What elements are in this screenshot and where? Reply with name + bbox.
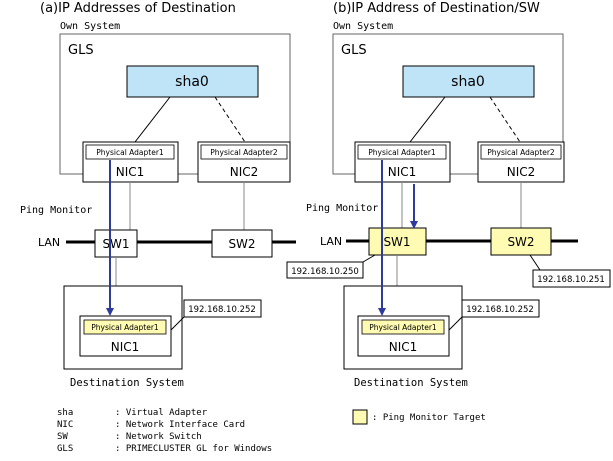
panel-b-dest-ip-box — [461, 299, 540, 318]
panel-a-dest-ip-label: 192.168.10.252 — [188, 305, 256, 315]
panel-a-adapter1-label: Physical Adapter1 — [96, 148, 164, 157]
panel-b-dest-ip-pointer — [448, 316, 463, 331]
panel-b-lan-label: LAN — [320, 235, 342, 248]
panel-b-sw1-ip-box — [286, 261, 364, 279]
panel-b-sw2-ip-label: 192.168.10.251 — [537, 275, 605, 285]
panel-a-nic2-label: NIC2 — [230, 165, 259, 179]
panel-b-ping-monitor-label: Ping Monitor — [306, 203, 378, 214]
panel-b-sha0-label: sha0 — [451, 74, 485, 90]
panel-a-sha-nic1-link — [134, 96, 171, 143]
panel-b-adapter1-box — [357, 144, 447, 160]
panel-b-adapter2-box — [480, 144, 562, 160]
panel-b-sw2-label: SW2 — [507, 235, 534, 249]
panel-b-sw2-box — [490, 227, 552, 256]
panel-a-lan-label: LAN — [38, 236, 60, 249]
panel-b-sha-nic1-link — [409, 96, 446, 143]
panel-a-title: (a)IP Addresses of Destination — [40, 1, 236, 16]
panel-b-sw2-ip-box — [532, 269, 611, 288]
panel-a-sw2-box — [211, 229, 273, 258]
panel-a-dest-nic1-label: NIC1 — [111, 340, 140, 354]
panel-a-dest-ip-pointer — [170, 316, 185, 331]
panel-b-nic1-label: NIC1 — [388, 165, 417, 179]
panel-b-gls-label: GLS — [341, 43, 367, 58]
legend-term-gls: GLS — [57, 444, 73, 454]
panel-a-dest-adapter1-label: Physical Adapter1 — [91, 323, 159, 332]
panel-a-ping-monitor-label: Ping Monitor — [20, 205, 92, 216]
panel-b-sw1-ip-label: 192.168.10.250 — [291, 267, 359, 277]
panel-b-own-system-label: Own System — [333, 21, 393, 32]
panel-b-adapter1-label: Physical Adapter1 — [368, 148, 436, 157]
panel-a-sha0-label: sha0 — [175, 74, 209, 90]
legend-term-nic: NIC — [57, 420, 73, 430]
legend-desc-sha: : Virtual Adapter — [115, 408, 208, 418]
panel-a-nic1-label: NIC1 — [116, 165, 145, 179]
panel-a-sw1-label: SW1 — [102, 237, 129, 251]
panel-b: (b)IP Address of Destination/SW Own Syst… — [286, 1, 611, 389]
panel-b-sw2-ip-pointer — [529, 254, 541, 271]
legend-ping-target-label: : Ping Monitor Target — [372, 413, 486, 423]
panel-b-sha0-box — [402, 65, 535, 98]
panel-a-gls-label: GLS — [68, 43, 94, 58]
legend-desc-sw: : Network Switch — [115, 432, 202, 442]
legend: sha : Virtual Adapter NIC : Network Inte… — [57, 408, 486, 454]
panel-a-dest-adapter1-box — [83, 319, 167, 335]
legend-ping-target-swatch — [352, 409, 368, 425]
panel-a-sha-nic2-link — [214, 96, 246, 143]
legend-term-sha: sha — [57, 408, 73, 418]
panel-b-dest-adapter1-box — [361, 319, 445, 335]
panel-b-adapter2-label: Physical Adapter2 — [487, 148, 555, 157]
panel-a-sw1-box — [94, 229, 138, 258]
panel-a-adapter2-box — [200, 144, 288, 160]
panel-a-sha0-box — [126, 65, 259, 98]
panel-a-own-system-label: Own System — [60, 21, 120, 32]
panel-b-sw1-box — [368, 227, 427, 256]
panel-b-sw1-label: SW1 — [383, 235, 410, 249]
panel-b-nic2-label: NIC2 — [507, 165, 536, 179]
panel-b-sha-nic2-link — [489, 96, 521, 143]
panel-b-dest-ip-label: 192.168.10.252 — [466, 305, 534, 315]
panel-a-dest-ip-box — [183, 299, 262, 318]
panel-b-dest-nic1-label: NIC1 — [389, 340, 418, 354]
panel-a: (a)IP Addresses of Destination Own Syste… — [20, 1, 296, 389]
legend-desc-nic: : Network Interface Card — [115, 420, 245, 430]
legend-desc-gls: : PRIMECLUSTER GL for Windows — [115, 444, 272, 454]
panel-b-title: (b)IP Address of Destination/SW — [333, 1, 540, 16]
panel-a-destination-system-label: Destination System — [70, 377, 184, 389]
panel-a-adapter1-box — [85, 144, 175, 160]
panel-a-sw2-label: SW2 — [228, 237, 255, 251]
panel-b-dest-adapter1-label: Physical Adapter1 — [369, 323, 437, 332]
legend-term-sw: SW — [57, 432, 68, 442]
panel-b-sw1-ip-pointer — [362, 254, 376, 263]
panel-a-adapter2-label: Physical Adapter2 — [210, 148, 278, 157]
panel-b-destination-system-label: Destination System — [354, 377, 468, 389]
